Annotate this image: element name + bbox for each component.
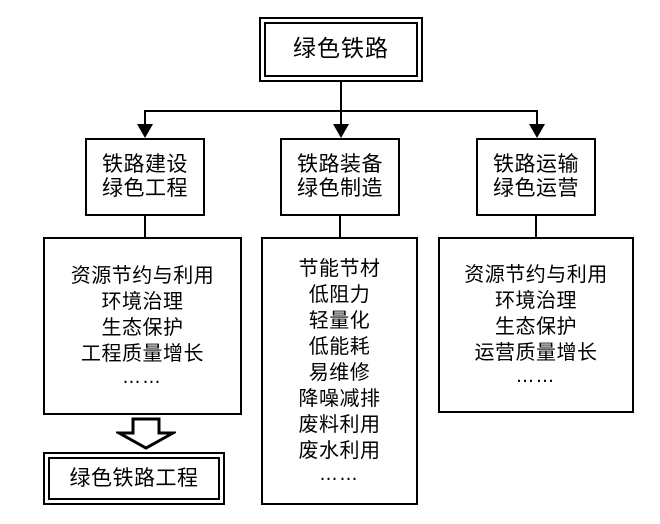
arrowhead-transport — [529, 124, 545, 138]
list-construction[interactable]: 资源节约与利用 环境治理 生态保护 工程质量增长 …… — [43, 237, 242, 415]
connector-drop-construction — [144, 110, 146, 128]
connector-drop-equipment — [340, 110, 342, 128]
connector-equipment-to-list — [339, 216, 341, 238]
node-construction-heading-line2: 绿色工程 — [102, 176, 188, 200]
list-item: 降噪减排 — [298, 386, 381, 411]
node-construction-heading-line1: 铁路建设 — [102, 152, 188, 177]
list-item: 工程质量增长 — [81, 341, 204, 366]
list-item: 废料利用 — [298, 412, 381, 437]
list-transport[interactable]: 资源节约与利用 环境治理 生态保护 运营质量增长 …… — [438, 237, 634, 413]
list-item: 废水利用 — [298, 438, 381, 463]
list-item: 资源节约与利用 — [70, 263, 215, 288]
node-transport-heading[interactable]: 铁路运输 绿色运营 — [476, 138, 596, 216]
list-item: 生态保护 — [495, 314, 577, 339]
list-ellipsis: …… — [122, 367, 163, 389]
hollow-down-arrow-icon — [116, 417, 176, 450]
list-item: 低能耗 — [308, 334, 371, 359]
list-ellipsis: …… — [319, 464, 360, 486]
list-item: 轻量化 — [308, 308, 371, 333]
list-item: 运营质量增长 — [474, 340, 598, 365]
list-item: 易维修 — [308, 360, 371, 385]
arrowhead-equipment — [333, 124, 349, 138]
node-construction-heading[interactable]: 铁路建设 绿色工程 — [85, 138, 205, 216]
list-item: 生态保护 — [101, 315, 184, 340]
list-item: 环境治理 — [101, 289, 184, 314]
connector-drop-transport — [536, 110, 538, 128]
node-green-railway-project[interactable]: 绿色铁路工程 — [43, 452, 225, 505]
node-green-railway-label: 绿色铁路 — [293, 35, 389, 62]
node-equipment-heading[interactable]: 铁路装备 绿色制造 — [280, 138, 400, 216]
connector-transport-to-list — [535, 216, 537, 238]
list-item: 低阻力 — [308, 282, 371, 307]
node-green-railway-project-inner: 绿色铁路工程 — [48, 457, 220, 500]
node-transport-heading-line1: 铁路运输 — [493, 152, 579, 177]
node-equipment-heading-line1: 铁路装备 — [297, 152, 383, 177]
list-item: 节能节材 — [298, 256, 381, 281]
list-equipment[interactable]: 节能节材 低阻力 轻量化 低能耗 易维修 降噪减排 废料利用 废水利用 …… — [261, 237, 418, 505]
node-equipment-heading-line2: 绿色制造 — [297, 176, 383, 200]
connector-root-trunk — [340, 82, 342, 111]
node-transport-heading-line2: 绿色运营 — [493, 176, 579, 200]
arrowhead-construction — [137, 124, 153, 138]
node-green-railway-inner: 绿色铁路 — [264, 22, 418, 77]
list-item: 环境治理 — [495, 288, 577, 313]
list-item: 资源节约与利用 — [464, 262, 608, 287]
list-ellipsis: …… — [516, 366, 556, 388]
node-green-railway-project-label: 绿色铁路工程 — [69, 465, 199, 490]
node-green-railway[interactable]: 绿色铁路 — [259, 17, 423, 82]
connector-construction-to-list — [144, 216, 146, 238]
